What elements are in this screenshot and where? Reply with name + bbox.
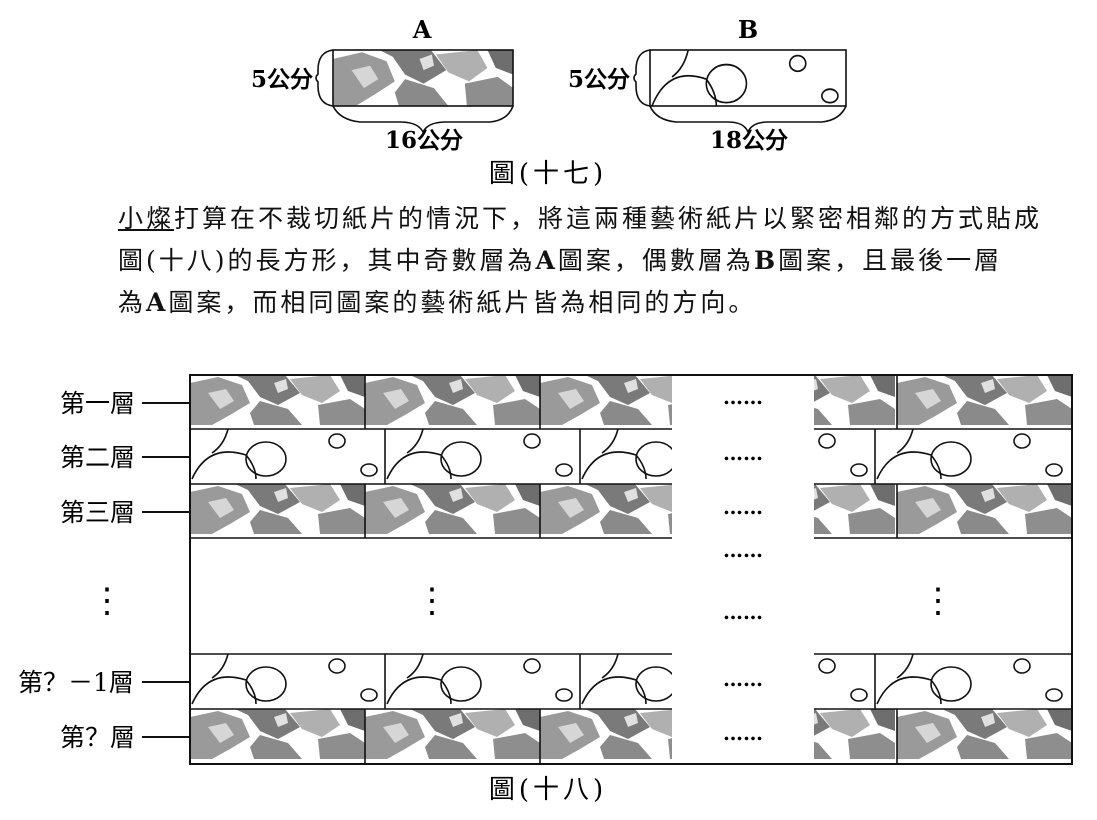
line-2-post: 圖案，且最後一層 [778, 246, 1003, 275]
line-2-b: B [753, 246, 779, 275]
row-label-1: 第一層 [60, 389, 135, 418]
row-label-2: 第二層 [60, 443, 135, 472]
outer-rectangle [189, 374, 1073, 765]
figure-17: A B 5公分 16公分 5公分 18公分 [251, 15, 847, 154]
ellipsis-row-2: …… [723, 441, 763, 465]
row-label-n: 第？層 [60, 723, 135, 752]
tile-a-width: 16公分 [385, 127, 463, 154]
label-b: B [738, 15, 758, 44]
text-line-3: 為A圖案，而相同圖案的藝術紙片皆為相同的方向。 [118, 282, 1078, 324]
tile-a-sample [315, 49, 514, 134]
tile-a-height: 5公分 [251, 66, 313, 93]
line-2-pre: 圖(十八)的長方形，其中奇數層為 [118, 246, 536, 275]
line-3-post: 圖案，而相同圖案的藝術紙片皆為相同的方向。 [168, 288, 757, 317]
vertical-ellipsis-middle: ⋮ [415, 581, 449, 621]
text-line-1: 小燦打算在不裁切紙片的情況下，將這兩種藝術紙片以緊密相鄰的方式貼成 [118, 198, 1078, 240]
tile-b-sample [633, 49, 847, 135]
row-n-tiles [190, 709, 1072, 759]
label-a: A [412, 15, 432, 44]
line-2-a: A [535, 246, 558, 275]
row-n-minus-1-tiles [189, 653, 1071, 705]
vertical-ellipsis-right: ⋮ [921, 581, 955, 621]
line-3-a: A [146, 288, 169, 317]
row-label-n-minus-1: 第？－1層 [18, 668, 134, 697]
line-3-pre: 為 [118, 288, 147, 317]
ellipsis-mid-2: …… [723, 600, 763, 624]
tile-b-height: 5公分 [568, 66, 630, 93]
row-3-tiles [190, 484, 1072, 534]
ellipsis-row-n: …… [723, 721, 763, 745]
line-1-text: 打算在不裁切紙片的情況下，將這兩種藝術紙片以緊密相鄰的方式貼成 [174, 204, 1043, 233]
row-2-tiles [189, 428, 1071, 480]
figure-17-caption: 圖(十七) [489, 159, 607, 189]
person-name: 小燦 [118, 204, 175, 233]
problem-text: 小燦打算在不裁切紙片的情況下，將這兩種藝術紙片以緊密相鄰的方式貼成 圖(十八)的… [118, 198, 1078, 324]
vertical-ellipsis-left: ⋮ [90, 581, 124, 621]
figure-18-caption: 圖(十八) [489, 775, 607, 805]
line-2-mid: 圖案，偶數層為 [557, 246, 754, 275]
tile-b-width: 18公分 [710, 127, 788, 154]
ellipsis-row-3: …… [723, 495, 763, 519]
text-line-2: 圖(十八)的長方形，其中奇數層為A圖案，偶數層為B圖案，且最後一層 [118, 240, 1078, 282]
row-1-tiles [190, 375, 1072, 425]
ellipsis-row-n-1: …… [723, 667, 763, 691]
middle-band [190, 538, 1072, 654]
ellipsis-row-1: …… [723, 385, 763, 409]
row-label-3: 第三層 [60, 498, 135, 527]
ellipsis-mid-1: …… [723, 538, 763, 562]
figure-18: …… …… …… …… …… …… …… ⋮ ⋮ ⋮ 第一層 第二層 第三層 第… [18, 374, 1073, 765]
